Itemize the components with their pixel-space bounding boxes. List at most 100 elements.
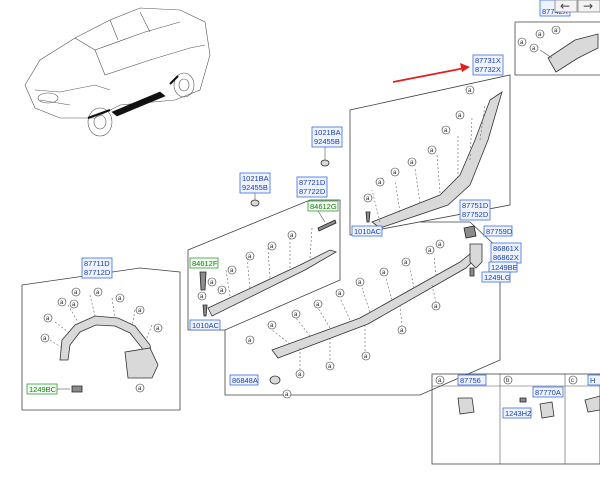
label-84612g-box[interactable] bbox=[307, 200, 339, 212]
svg-text:a: a bbox=[400, 328, 404, 334]
group-rear-door-moulding: 87731X 87732X a a a a a a a a 1010AC bbox=[349, 54, 511, 237]
group-1021ba-upper: 1021BA 92455B bbox=[311, 126, 343, 167]
svg-text:a: a bbox=[532, 46, 536, 52]
label-87731-box[interactable] bbox=[472, 54, 504, 76]
label-87751[interactable]: 87751D bbox=[462, 201, 489, 210]
label-87751-box[interactable] bbox=[459, 199, 491, 221]
svg-text:a: a bbox=[60, 300, 64, 306]
label-86848-box[interactable] bbox=[229, 374, 259, 386]
svg-text:a: a bbox=[72, 302, 76, 308]
label-1021ba-1-box[interactable] bbox=[311, 126, 343, 148]
group-front-door-moulding: 87721D 87722D 84612G a a a a a a a 84612… bbox=[187, 176, 341, 331]
label-1010ac-1[interactable]: 1010AC bbox=[354, 227, 382, 236]
legend-c: c bbox=[571, 378, 574, 384]
svg-text:a: a bbox=[458, 113, 462, 119]
label-1021ba-2[interactable]: 1021BA bbox=[242, 174, 269, 183]
label-h[interactable]: H bbox=[590, 376, 595, 385]
svg-text:a: a bbox=[200, 294, 204, 300]
label-87721[interactable]: 87721D bbox=[299, 178, 326, 187]
svg-text:a: a bbox=[118, 296, 122, 302]
label-86848[interactable]: 86848A bbox=[232, 376, 258, 385]
arrow-left-icon[interactable]: ← bbox=[560, 0, 570, 13]
svg-text:a: a bbox=[248, 338, 252, 344]
svg-text:a: a bbox=[393, 170, 397, 176]
svg-text:a: a bbox=[358, 280, 362, 286]
svg-text:a: a bbox=[298, 372, 302, 378]
svg-text:a: a bbox=[74, 290, 78, 296]
svg-text:a: a bbox=[364, 354, 368, 360]
label-87732[interactable]: 87732X bbox=[475, 65, 501, 74]
svg-text:a: a bbox=[138, 308, 142, 314]
label-84612f-box[interactable] bbox=[189, 257, 219, 269]
vehicle-illustration bbox=[24, 7, 211, 137]
label-h-box[interactable] bbox=[587, 374, 600, 386]
label-1243hz-box[interactable] bbox=[502, 407, 532, 419]
svg-text:a: a bbox=[43, 336, 47, 342]
svg-text:a: a bbox=[434, 304, 438, 310]
svg-text:a: a bbox=[46, 316, 50, 322]
svg-text:a: a bbox=[520, 40, 524, 46]
label-87721-box[interactable] bbox=[296, 176, 328, 198]
svg-text:a: a bbox=[410, 160, 414, 166]
label-1243hz[interactable]: 1243HZ bbox=[505, 409, 532, 418]
label-87752[interactable]: 87752D bbox=[462, 210, 489, 219]
label-1010ac-2[interactable]: 1010AC bbox=[192, 321, 220, 330]
svg-text:a: a bbox=[444, 128, 448, 134]
svg-text:a: a bbox=[220, 288, 224, 294]
label-87711-box[interactable] bbox=[81, 257, 113, 279]
label-86861[interactable]: 86861X bbox=[493, 244, 519, 253]
label-92455b-1[interactable]: 92455B bbox=[314, 137, 340, 146]
svg-text:a: a bbox=[96, 290, 100, 296]
label-1249be[interactable]: 1249BE bbox=[491, 263, 518, 272]
label-87756-box[interactable] bbox=[457, 374, 487, 386]
group-wheel-arch-moulding: 87711D 87712D a a a a a a a a a a 1249BC bbox=[21, 257, 181, 411]
label-1249lg[interactable]: 1249LG bbox=[484, 273, 511, 282]
label-1249lg-box[interactable] bbox=[481, 271, 511, 283]
legend-a: a bbox=[438, 378, 442, 384]
svg-text:a: a bbox=[430, 148, 434, 154]
group-1021ba-lower: 1021BA 92455B bbox=[239, 172, 271, 207]
svg-text:a: a bbox=[210, 280, 214, 286]
svg-text:a: a bbox=[428, 248, 432, 254]
svg-text:a: a bbox=[156, 326, 160, 332]
svg-text:a: a bbox=[316, 302, 320, 308]
svg-text:a: a bbox=[338, 291, 342, 297]
label-84612f[interactable]: 84612F bbox=[192, 259, 218, 268]
label-87759[interactable]: 87759D bbox=[486, 227, 513, 236]
svg-text:a: a bbox=[230, 268, 234, 274]
label-1010ac-1-box[interactable] bbox=[351, 225, 383, 237]
label-84612g[interactable]: 84612G bbox=[310, 202, 337, 211]
label-1249bc[interactable]: 1249BC bbox=[29, 385, 57, 394]
label-87712[interactable]: 87712D bbox=[84, 268, 111, 277]
label-1010ac-2-box[interactable] bbox=[189, 319, 221, 331]
svg-text:a: a bbox=[285, 392, 289, 398]
svg-text:a: a bbox=[248, 254, 252, 260]
label-87722[interactable]: 87722D bbox=[299, 187, 326, 196]
svg-text:a: a bbox=[138, 386, 142, 392]
svg-text:a: a bbox=[270, 323, 274, 329]
svg-text:a: a bbox=[468, 88, 472, 94]
nav-next-button[interactable]: → bbox=[577, 0, 600, 13]
svg-text:a: a bbox=[290, 233, 294, 239]
svg-text:a: a bbox=[438, 242, 442, 248]
group-side-sill-moulding: 87751D 87752D a a a a a a a a a a a a a … bbox=[224, 199, 522, 399]
label-87756[interactable]: 87756 bbox=[460, 376, 481, 385]
svg-text:a: a bbox=[382, 270, 386, 276]
label-87711[interactable]: 87711D bbox=[84, 259, 110, 268]
label-86862[interactable]: 86862X bbox=[493, 253, 519, 262]
label-92455b-2[interactable]: 92455B bbox=[242, 183, 268, 192]
svg-text:a: a bbox=[328, 364, 332, 370]
label-87731[interactable]: 87731X bbox=[475, 56, 501, 65]
label-1021ba-1[interactable]: 1021BA bbox=[314, 128, 341, 137]
label-87759-box[interactable] bbox=[483, 225, 513, 237]
label-87770a[interactable]: 87770A bbox=[535, 388, 561, 397]
svg-text:a: a bbox=[554, 28, 558, 34]
arrow-right-icon[interactable]: → bbox=[583, 0, 593, 13]
red-arrow-indicator bbox=[392, 63, 470, 83]
nav-prev-button[interactable]: ← bbox=[554, 0, 578, 13]
legend-table: a 87756 b 87770A 1243HZ c H bbox=[431, 373, 600, 465]
svg-text:a: a bbox=[366, 196, 370, 202]
label-87770a-box[interactable] bbox=[532, 386, 564, 398]
svg-text:a: a bbox=[404, 260, 408, 266]
